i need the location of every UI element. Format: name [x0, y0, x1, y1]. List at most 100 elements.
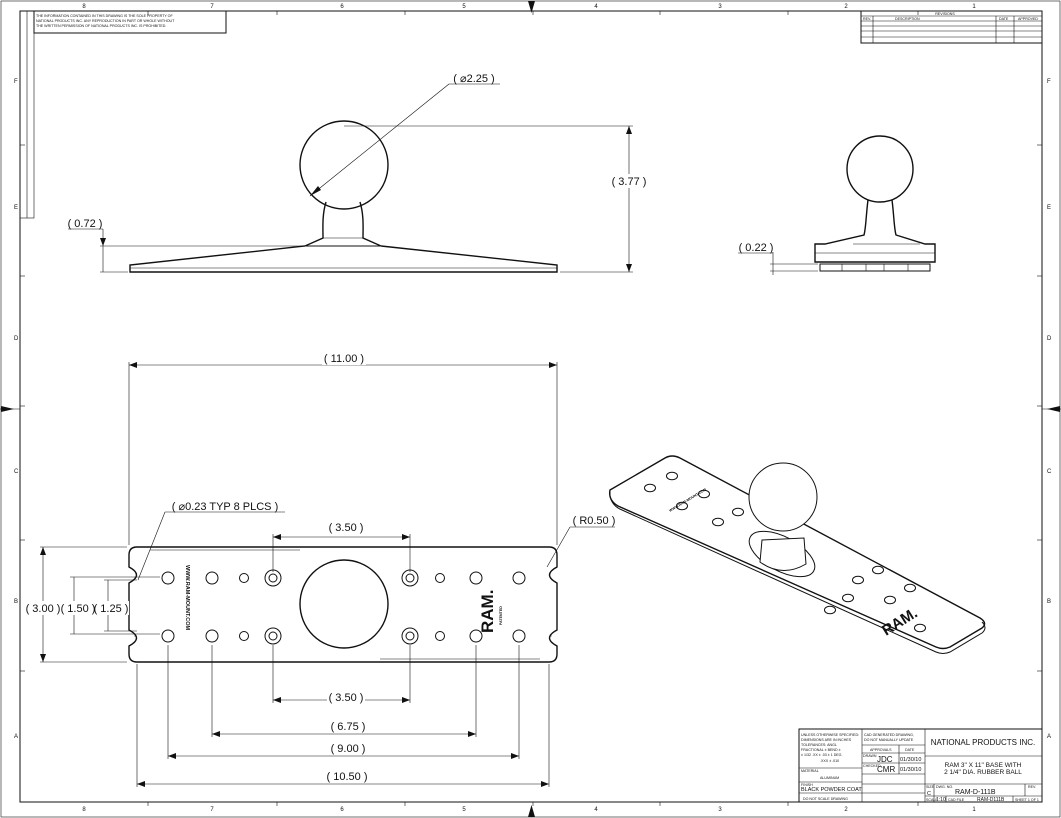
tb-cad-note-2: DO NOT MANUALLY UPDATE — [864, 738, 914, 742]
zone-column-7-top: 7 — [210, 4, 214, 10]
zone-row-F-right: F — [1047, 79, 1051, 85]
zone-row-B-left: B — [14, 599, 18, 605]
iso-url-text: WWW.RAM-MOUNT.COM — [668, 488, 707, 513]
top-view: WWW.RAM-MOUNT.COM RAM. PATENTED ( 11.00 … — [24, 352, 615, 787]
dim-span-900: ( 9.00 ) — [331, 743, 366, 755]
zone-column-2-top: 2 — [844, 4, 848, 10]
iso-hole — [732, 507, 744, 517]
tb-drawn-by: JDC — [877, 755, 893, 764]
zone-column-4-bottom: 4 — [594, 807, 598, 813]
tb-sheet: SHEET 1 OF 1 — [1015, 798, 1039, 802]
tb-size: C — [927, 791, 931, 797]
dim-hole-spacing-bottom: ( 3.50 ) — [329, 692, 364, 704]
mounting-hole — [469, 629, 483, 643]
tb-warning: DO NOT SCALE DRAWING — [803, 797, 848, 801]
iso-plate-side — [609, 490, 986, 654]
zone-row-E-left: E — [14, 205, 18, 211]
iso-brand-text: RAM. — [879, 605, 921, 640]
zone-row-A-left: A — [14, 734, 18, 740]
counterbore-hole-inner — [268, 631, 278, 641]
tb-scale: 1:10 — [936, 797, 946, 803]
notice-line-1: THE INFORMATION CONTAINED IN THIS DRAWIN… — [36, 14, 173, 18]
iso-ball — [748, 462, 818, 532]
brand-logo-text: RAM. — [478, 590, 497, 633]
tb-company: NATIONAL PRODUCTS INC. — [931, 738, 1035, 747]
tb-material-label: MATERIAL — [801, 769, 819, 773]
iso-hole — [842, 593, 854, 603]
zone-row-A-right: A — [1047, 734, 1051, 740]
ball-dia-leader — [309, 83, 450, 197]
iso-hole — [644, 483, 656, 493]
zone-column-4-top: 4 — [594, 4, 598, 10]
mounting-hole — [469, 571, 483, 585]
mounting-hole — [512, 629, 526, 643]
revisions-table: REVISIONS REV. DESCRIPTION DATE APPROVED — [860, 10, 1043, 44]
dim-span-675: ( 6.75 ) — [331, 721, 366, 733]
tb-finish: BLACK POWDER COAT — [801, 787, 862, 793]
dim-span-1050: ( 10.50 ) — [327, 771, 368, 783]
counterbore-hole — [264, 569, 282, 587]
dim-overall-length: ( 11.00 ) — [324, 353, 364, 365]
tb-finish-label: FINISH — [801, 783, 813, 787]
tb-scale-label: SCALE — [926, 798, 938, 802]
tb-approvals-header: APPROVALS — [870, 748, 892, 752]
small-hole — [239, 631, 249, 641]
tb-drawn-label: DRAWN — [863, 754, 877, 758]
side-ball-outline — [846, 135, 914, 203]
iso-plate-top — [608, 455, 986, 650]
isometric-view: WWW.RAM-MOUNT.COM RAM. — [608, 455, 986, 654]
zone-column-6-bottom: 6 — [340, 807, 344, 813]
dim-corner-radius: ( R0.50 ) — [573, 515, 616, 527]
top-view-plate-outline — [128, 546, 558, 663]
zone-column-5-bottom: 5 — [462, 807, 466, 813]
counterbore-hole-inner — [405, 631, 415, 641]
zone-column-1-bottom: 1 — [972, 807, 976, 813]
notice-line-2: NATIONAL PRODUCTS INC. ANY REPRODUCTION … — [36, 19, 175, 23]
dim-side-thickness: ( 0.22 ) — [739, 242, 774, 254]
zone-row-D-left: D — [14, 336, 19, 342]
notice-line-3: THE WRITTEN PERMISSION OF NATIONAL PRODU… — [36, 24, 166, 28]
dim-base-thickness: ( 0.72 ) — [68, 218, 103, 230]
mounting-hole — [161, 629, 175, 643]
tb-title-line-2: 2 1/4" DIA. RUBBER BALL — [944, 769, 1022, 776]
dim-hole-spacing-top: ( 3.50 ) — [329, 522, 364, 534]
zone-column-5-top: 5 — [462, 4, 466, 10]
iso-hole — [824, 605, 836, 615]
revisions-header-description: DESCRIPTION — [895, 17, 920, 21]
iso-hole — [698, 489, 710, 499]
iso-hole — [872, 565, 884, 575]
mounting-holes — [134, 569, 552, 645]
mounting-hole — [205, 629, 219, 643]
tb-spec-line-3: TOLERANCES: ANGL — [801, 743, 837, 747]
tb-drawn-date: 01/30/10 — [900, 757, 921, 763]
tb-size-label: SIZE — [926, 785, 935, 789]
revisions-header-rev: REV. — [863, 17, 871, 21]
dim-overall-height: ( 3.77 ) — [612, 176, 647, 188]
tb-spec-line-4: FRACTIONAL ± BEND ± — [801, 748, 841, 752]
counterbore-hole — [401, 569, 419, 587]
tb-checked-by: CMR — [877, 765, 895, 774]
iso-holes — [644, 471, 926, 633]
iso-hole — [712, 517, 724, 527]
patented-text: PATENTED — [499, 606, 503, 625]
mounting-hole — [161, 571, 175, 585]
zone-column-1-top: 1 — [972, 4, 976, 10]
dim-ball-diameter: ( ⌀2.25 ) — [453, 73, 494, 85]
tb-date-header: DATE — [905, 748, 915, 752]
zone-row-C-left: C — [14, 469, 19, 475]
iso-hole — [904, 583, 916, 593]
iso-hole — [852, 575, 864, 585]
zone-row-D-right: D — [1047, 336, 1052, 342]
counterbore-hole-inner — [405, 573, 415, 583]
zone-row-F-left: F — [14, 79, 18, 85]
revisions-header-date: DATE — [999, 17, 1009, 21]
tb-spec-line-2: DIMENSIONS ARE IN INCHES — [801, 738, 852, 742]
side-view: ( 0.22 ) — [738, 135, 936, 275]
counterbore-hole — [264, 627, 282, 645]
dim-width-inner: ( 1.25 ) — [94, 603, 129, 615]
tb-material: ALUMINUM — [820, 776, 839, 780]
small-hole — [239, 573, 249, 583]
counterbore-hole-inner — [268, 573, 278, 583]
part-url-text: WWW.RAM-MOUNT.COM — [184, 565, 190, 630]
